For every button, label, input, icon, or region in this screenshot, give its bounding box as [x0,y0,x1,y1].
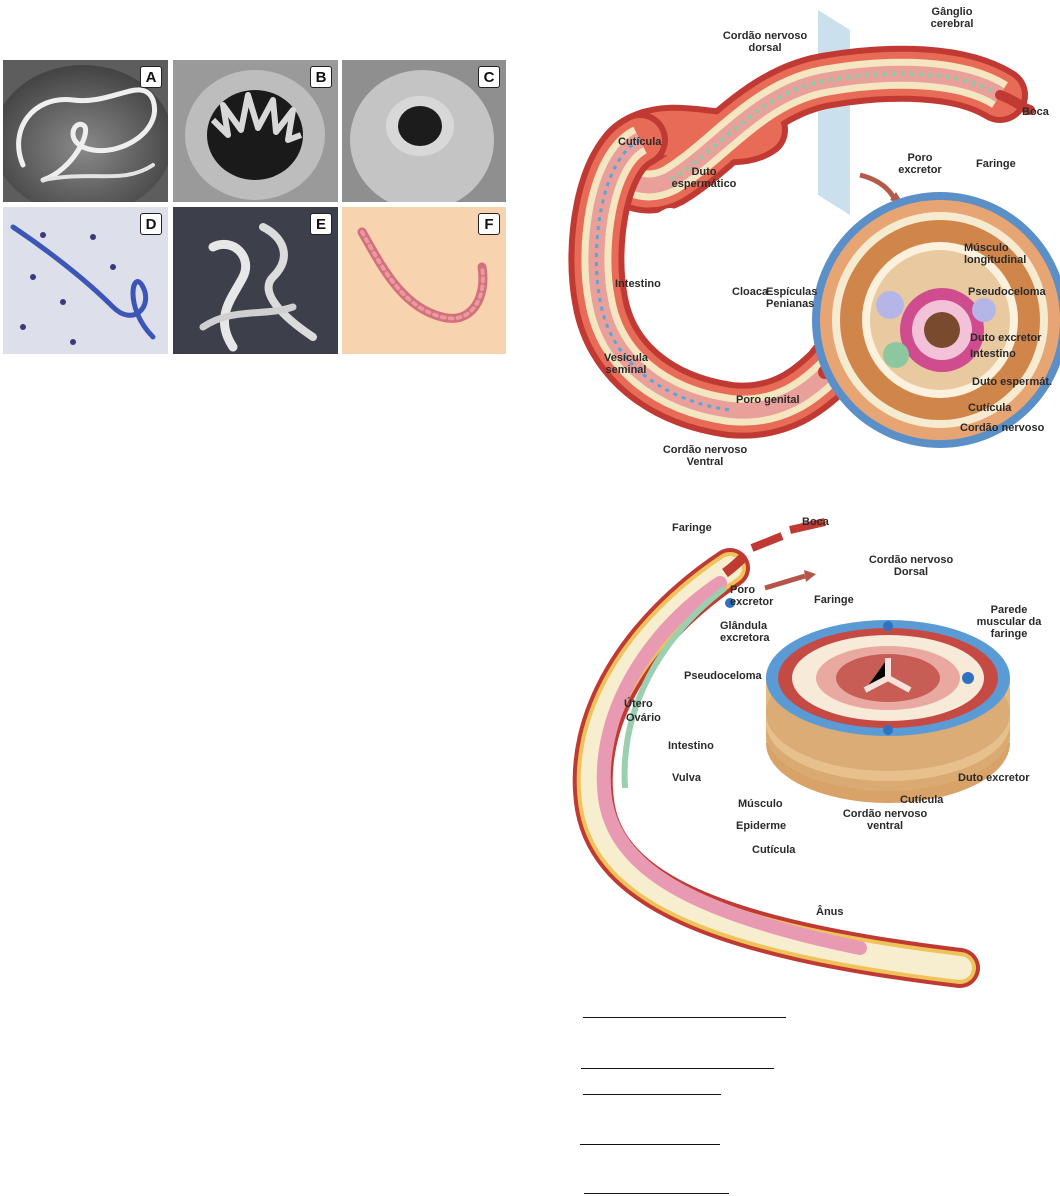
panel-c-photo: C [342,60,506,202]
male-nematode-diagram: Gânglio cerebral Cordão nervoso dorsal B… [560,0,1060,490]
panel-a-photo: A [3,60,168,202]
panel-d-photo: D [3,207,168,354]
nematode-coil-image [3,65,168,202]
label-cuticula-f: Cutícula [752,844,796,856]
label-glandula-excretora: Glândula excretora [720,620,770,644]
label-poro-excretor-f: Poro excretor [730,584,774,608]
label-cuticula-cs: Cutícula [968,402,1012,414]
label-boca-f: Boca [802,516,829,528]
female-nematode-diagram: Faringe Boca Poro excretor Glândula excr… [560,508,1060,988]
pink-larva-image [357,227,488,323]
label-intestino: Intestino [615,278,661,290]
panel-letter-e: E [310,213,332,235]
label-espiculas: Espículas Penianas [766,286,818,310]
label-vesicula-seminal: Vesícula seminal [603,352,649,376]
label-musculo-f: Músculo [738,798,783,810]
label-duto-excretor: Duto excretor [970,332,1042,344]
label-epiderme: Epiderme [736,820,787,832]
photo-grid: A B C D [3,60,506,354]
label-poro-genital: Poro genital [736,394,800,406]
answer-blank-line-3[interactable] [583,1094,721,1095]
label-ovario: Ovário [626,712,661,724]
answer-blank-line-5[interactable] [584,1193,729,1194]
label-cuticula-cs-f: Cutícula [900,794,944,806]
label-cordao-nervoso-cs: Cordão nervoso [960,422,1045,434]
female-nematode-drawing [572,518,1010,988]
panel-letter-f: F [478,213,500,235]
panel-b-photo: B [173,60,338,202]
label-cordao-dorsal: Cordão nervoso dorsal [722,30,808,54]
label-cordao-ventral: Cordão nervoso Ventral [662,444,748,468]
answer-blank-line-4[interactable] [580,1144,720,1145]
answer-blank-line-1[interactable] [583,1017,786,1018]
label-cloaca: Cloaca [732,286,769,298]
label-faringe-cs: Faringe [814,594,854,606]
label-cuticula: Cutícula [618,136,662,148]
label-parede-muscular: Parede muscular da faringe [976,604,1042,640]
label-anus: Ânus [816,906,844,918]
label-pseudoceloma: Pseudoceloma [968,286,1046,298]
panel-letter-c: C [478,66,500,88]
white-worms-image [199,223,317,352]
panel-letter-b: B [310,66,332,88]
label-pseudoceloma-f: Pseudoceloma [684,670,762,682]
label-duto-espermat: Duto espermát. [972,376,1053,388]
panel-letter-d: D [140,213,162,235]
panel-e-photo: E [173,207,338,354]
mouth-teeth-image [173,60,338,202]
label-duto-espermatico: Duto espermático [671,166,737,190]
label-faringe-f: Faringe [672,522,712,534]
label-poro-excretor: Poro excretor [898,152,942,176]
label-boca: Boca [1022,106,1049,118]
answer-blank-line-2[interactable] [581,1068,774,1069]
label-utero: Útero [624,698,653,710]
label-musculo-longitudinal: Músculo longitudinal [964,242,1027,266]
label-intestino-cs: Intestino [970,348,1016,360]
label-ganglio-cerebral: Gânglio cerebral [930,6,974,30]
label-cordao-ventral-f: Cordão nervoso ventral [842,808,928,832]
label-faringe: Faringe [976,158,1016,170]
label-duto-excretor-f: Duto excretor [958,772,1030,784]
label-vulva: Vulva [672,772,701,784]
label-intestino-f: Intestino [668,740,714,752]
panel-f-photo: F [342,207,506,354]
panel-letter-a: A [140,66,162,88]
male-nematode-drawing [568,10,1060,448]
label-cordao-dorsal-f: Cordão nervoso Dorsal [868,554,954,578]
